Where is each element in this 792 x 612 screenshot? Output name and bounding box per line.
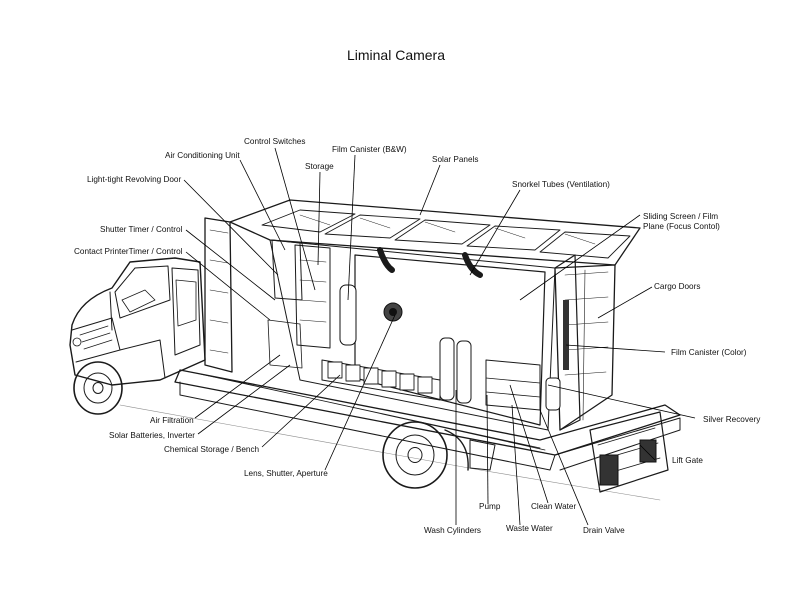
label-film-canister-bw: Film Canister (B&W) — [332, 145, 407, 154]
label-clean-water: Clean Water — [531, 502, 577, 511]
cargo-doors — [554, 264, 616, 431]
label-waste-water: Waste Water — [506, 524, 553, 533]
label-control-switches: Control Switches — [244, 137, 306, 146]
front-wheel — [73, 361, 123, 415]
label-lens-shutter: Lens, Shutter, Aperture — [244, 469, 328, 478]
label-shutter-timer: Shutter Timer / Control — [100, 225, 183, 234]
interior-equipment — [267, 239, 569, 411]
solar-panel-grid — [261, 209, 631, 259]
label-air-conditioning-unit: Air Conditioning Unit — [165, 151, 240, 160]
chemical-jugs — [327, 361, 433, 394]
rear-wheels — [382, 421, 496, 489]
label-film-canister-color: Film Canister (Color) — [671, 348, 747, 357]
label-snorkel-tubes: Snorkel Tubes (Ventilation) — [512, 180, 610, 189]
label-storage: Storage — [305, 162, 334, 171]
leader-lines — [183, 147, 696, 526]
wash-cylinders-drawing — [439, 337, 472, 404]
lift-gate — [589, 411, 669, 493]
label-wash-cylinders: Wash Cylinders — [424, 526, 482, 535]
label-drain-valve: Drain Valve — [583, 526, 625, 535]
label-pump: Pump — [479, 502, 501, 511]
label-light-tight-door: Light-tight Revolving Door — [87, 175, 182, 184]
truck-cab — [69, 257, 206, 386]
label-lift-gate: Lift Gate — [672, 456, 703, 465]
label-sliding-screen-line2: Plane (Focus Contol) — [643, 222, 720, 231]
box-body — [204, 199, 641, 431]
label-air-filtration: Air Filtration — [150, 416, 194, 425]
label-sliding-screen-line1: Sliding Screen / Film — [643, 212, 719, 221]
label-solar-panels: Solar Panels — [432, 155, 479, 164]
label-chemical-storage: Chemical Storage / Bench — [164, 445, 260, 454]
label-cargo-doors: Cargo Doors — [654, 282, 701, 291]
label-solar-batteries: Solar Batteries, Inverter — [109, 431, 196, 440]
label-contact-printer: Contact PrinterTimer / Control — [74, 247, 183, 256]
diagram-title: Liminal Camera — [346, 47, 446, 63]
label-silver-recovery: Silver Recovery — [703, 415, 761, 424]
